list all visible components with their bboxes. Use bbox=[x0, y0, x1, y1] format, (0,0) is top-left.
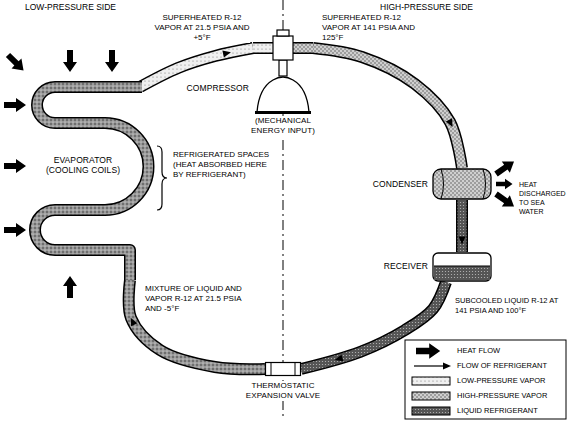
node-label: RECEIVER bbox=[366, 261, 428, 271]
pipe-fill bbox=[129, 280, 265, 369]
condenser-heads bbox=[441, 169, 486, 199]
flow-arrow bbox=[446, 118, 456, 128]
condenser: CONDENSER bbox=[366, 168, 492, 200]
heat-arrow bbox=[63, 50, 77, 72]
flow-arrow bbox=[128, 316, 138, 326]
receiver-symbol bbox=[432, 252, 492, 282]
pipe-fill bbox=[140, 48, 253, 87]
liquid-level bbox=[434, 266, 490, 267]
node-label: (MECHANICAL ENERGY INPUT) bbox=[245, 116, 321, 136]
legend-label: LOW-PRESSURE VAPOR bbox=[457, 376, 546, 386]
legend-sample bbox=[412, 377, 450, 385]
legend-frame bbox=[405, 340, 566, 419]
compressor-base bbox=[255, 111, 311, 114]
pipe-fill bbox=[458, 200, 467, 252]
compressor: COMPRESSOR (MECHANICAL ENERGY INPUT) bbox=[185, 28, 381, 168]
note-label: LOW-PRESSURE SIDE bbox=[25, 2, 116, 13]
flow-arrow bbox=[334, 354, 344, 363]
note-label: MIXTURE OF LIQUID AND VAPOR R-12 AT 21.5… bbox=[145, 284, 243, 314]
heat-arrow bbox=[4, 223, 26, 237]
note-label: SUPERHEATED R-12 VAPOR AT 141 PSIA AND 1… bbox=[322, 13, 418, 43]
evaporator-coil-symbol bbox=[30, 75, 155, 280]
pipe-outline bbox=[35, 87, 148, 280]
pipe-outline bbox=[301, 282, 446, 369]
pipe-fill bbox=[35, 87, 148, 280]
compressor-neck bbox=[279, 60, 287, 76]
refrigerant-pipe bbox=[128, 280, 265, 369]
legend-label: FLOW OF REFRIGERANT bbox=[457, 361, 547, 371]
compressor-body bbox=[257, 77, 309, 112]
flow-arrow bbox=[222, 49, 231, 58]
expansion-valve-symbol bbox=[265, 361, 301, 377]
legend-sample bbox=[412, 407, 450, 415]
legend-box bbox=[405, 340, 566, 419]
evaporator-coil: EVAPORATOR (COOLING COILS) bbox=[30, 75, 155, 280]
heat-arrow bbox=[492, 188, 518, 212]
valve-detail bbox=[271, 363, 295, 376]
pipe-outline bbox=[129, 280, 265, 369]
heat-arrow bbox=[105, 50, 119, 72]
pipe-fill bbox=[313, 48, 462, 168]
heat-arrows-condenser bbox=[492, 156, 518, 213]
heat-arrow bbox=[4, 98, 26, 112]
refrigerant-pipe bbox=[301, 282, 446, 369]
legend-label: HIGH-PRESSURE VAPOR bbox=[457, 391, 547, 401]
node-label: EVAPORATOR (COOLING COILS) bbox=[38, 155, 128, 176]
refrigerant-pipe bbox=[140, 48, 253, 87]
heat-arrow bbox=[63, 276, 77, 298]
legend-label: LIQUID REFRIGERANT bbox=[457, 406, 538, 416]
receiver-shell bbox=[433, 253, 491, 281]
expansion-valve: THERMOSTATIC EXPANSION VALVE bbox=[238, 361, 328, 405]
condenser-symbol bbox=[432, 168, 492, 200]
note-label: HEAT DISCHARGED TO SEA WATER bbox=[519, 180, 568, 216]
legend-sample bbox=[412, 392, 450, 400]
note-label: REFRIGERATED SPACES (HEAT ABSORBED HERE … bbox=[173, 150, 273, 180]
node-label: CONDENSER bbox=[366, 179, 428, 189]
pipe-outline bbox=[140, 48, 253, 87]
legend-sample bbox=[414, 365, 444, 366]
legend-sample bbox=[443, 363, 451, 370]
flow-arrow bbox=[459, 237, 466, 245]
compressor-cap bbox=[277, 30, 289, 36]
heat-arrow bbox=[4, 159, 26, 173]
pipe-outline bbox=[456, 200, 468, 252]
pipe-outline bbox=[313, 48, 462, 168]
valve-body bbox=[266, 363, 301, 376]
note-label: SUBCOOLED LIQUID R-12 AT 141 PSIA AND 10… bbox=[455, 296, 565, 315]
heat-arrow bbox=[496, 179, 513, 190]
node-label: COMPRESSOR bbox=[185, 83, 249, 93]
compressor-head bbox=[273, 36, 293, 60]
heat-arrow bbox=[3, 50, 28, 75]
compressor-symbol bbox=[253, 28, 313, 115]
receiver-liquid bbox=[434, 266, 490, 280]
node-label: THERMOSTATIC EXPANSION VALVE bbox=[238, 381, 328, 401]
refrigerant-pipe bbox=[313, 48, 462, 168]
note-label: HIGH-PRESSURE SIDE bbox=[380, 2, 473, 13]
pipe-fill bbox=[301, 282, 446, 369]
refrigerant-pipe bbox=[459, 200, 466, 252]
condenser-shell bbox=[433, 169, 491, 199]
legend-label: HEAT FLOW bbox=[457, 346, 500, 356]
receiver: RECEIVER bbox=[366, 252, 492, 282]
heat-arrow bbox=[492, 156, 518, 180]
note-label: SUPERHEATED R-12 VAPOR AT 21.5 PSIA AND … bbox=[154, 13, 250, 43]
brace bbox=[157, 146, 167, 210]
legend-sample bbox=[416, 343, 440, 358]
